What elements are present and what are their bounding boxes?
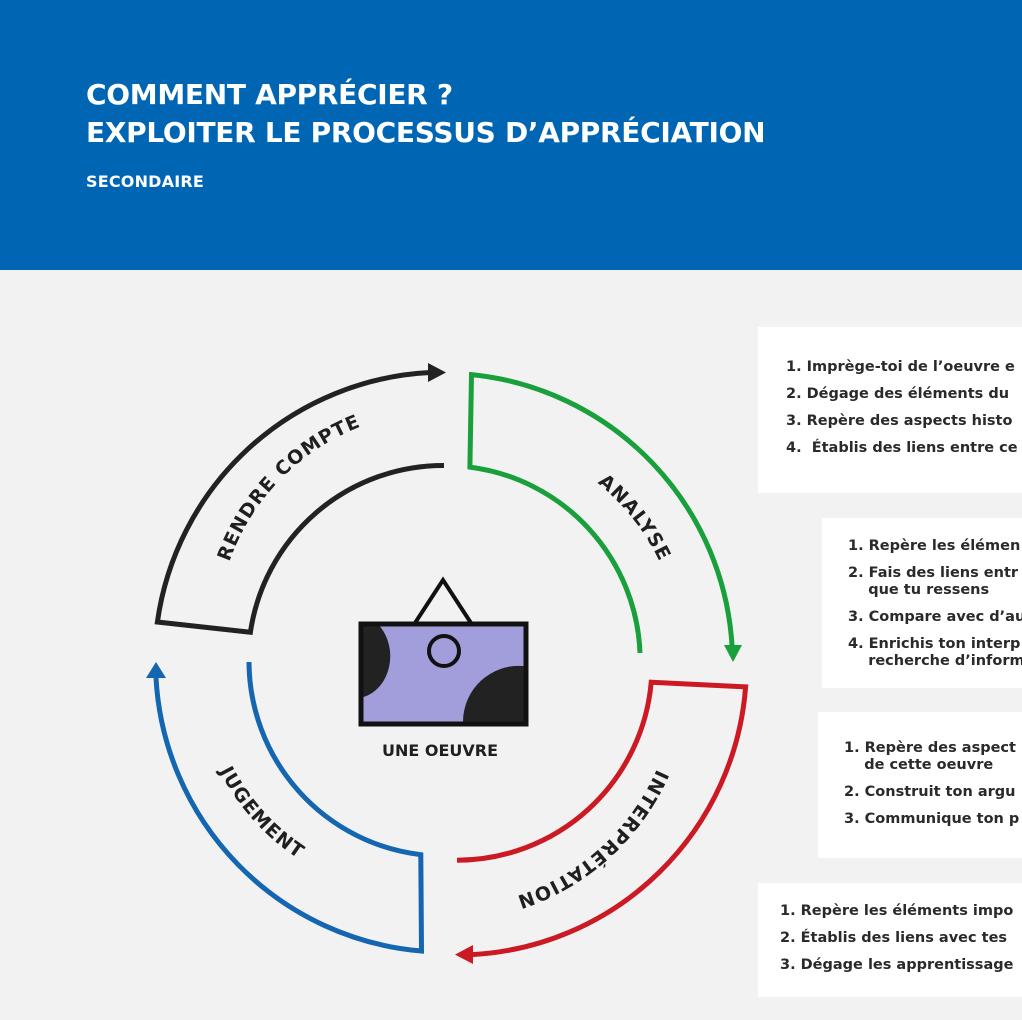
page-title-line-2: EXPLOITER LE PROCESSUS D’APPRÉCIATION — [86, 116, 766, 149]
list-item: 4. Enrichis ton interp recherche d’infor… — [848, 636, 1022, 669]
card-jugement-list: 1. Repère les éléments impo 2. Établis d… — [780, 903, 1022, 974]
analyse-arrow — [467, 371, 742, 662]
list-item: 3. Communique ton p — [844, 811, 1020, 827]
header-banner: COMMENT APPRÉCIER ? EXPLOITER LE PROCESS… — [0, 0, 1022, 270]
interpretation-arrow — [455, 679, 749, 964]
list-item: 1. Repère les éléments impo — [780, 903, 1014, 919]
appreciation-cycle-diagram: RENDRE COMPTE ANALYSE INTERPRÉTATION JUG… — [146, 363, 749, 964]
list-item: 2. Construit ton argu — [844, 784, 1016, 800]
jugement-arrow — [146, 661, 425, 954]
card-jugement: 1. Repère les éléments impo 2. Établis d… — [758, 883, 1022, 997]
list-item: 3. Compare avec d’au — [848, 609, 1022, 625]
list-item: 2. Établis des liens avec tes — [780, 930, 1008, 946]
card-rendre-compte-list: 1. Imprège-toi de l’oeuvre e 2. Dégage d… — [786, 359, 1022, 457]
list-item: 3. Repère des aspects histo — [786, 413, 1013, 429]
list-item: 2. Fais des liens entr que tu ressens — [848, 565, 1019, 598]
list-item: 3. Dégage les apprentissage — [780, 957, 1014, 973]
stage-label-interpretation: INTERPRÉTATION — [514, 767, 672, 913]
page-title: COMMENT APPRÉCIER ? EXPLOITER LE PROCESS… — [86, 76, 766, 152]
list-item: 1. Imprège-toi de l’oeuvre e — [786, 359, 1015, 375]
center-label: UNE OEUVRE — [382, 741, 498, 760]
list-item: 4. Établis des liens entre ce — [786, 440, 1018, 456]
framed-artwork-icon — [358, 576, 529, 727]
card-interpretation: 1. Repère des aspect de cette oeuvre 2. … — [818, 712, 1022, 858]
list-item: 2. Dégage des éléments du — [786, 386, 1010, 402]
card-analyse: 1. Repère les élémen 2. Fais des liens e… — [822, 518, 1022, 688]
list-item: 1. Repère les élémen — [848, 538, 1021, 554]
card-analyse-list: 1. Repère les élémen 2. Fais des liens e… — [848, 538, 1022, 670]
list-item: 1. Repère des aspect de cette oeuvre — [844, 740, 1016, 773]
stage-label-jugement: JUGEMENT — [214, 761, 308, 863]
card-interpretation-list: 1. Repère des aspect de cette oeuvre 2. … — [844, 740, 1022, 828]
card-rendre-compte: 1. Imprège-toi de l’oeuvre e 2. Dégage d… — [758, 327, 1022, 493]
page-subtitle: SECONDAIRE — [86, 172, 205, 191]
page-title-line-1: COMMENT APPRÉCIER ? — [86, 78, 453, 111]
rendre-compte-arrow — [154, 363, 446, 635]
